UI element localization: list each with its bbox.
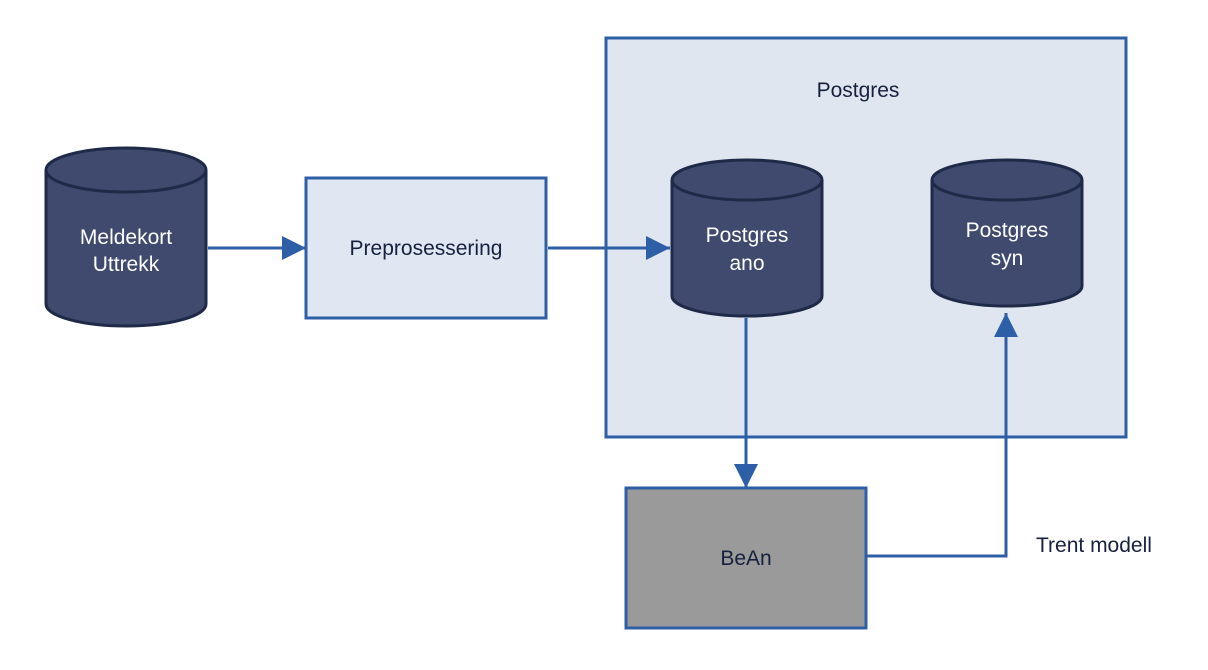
preprosessering-label: Preprosessering — [350, 237, 503, 260]
postgres-syn-label-line2: syn — [991, 247, 1024, 270]
meldekort-uttrekk-database: Meldekort Uttrekk — [44, 146, 208, 328]
postgres-group-label: Postgres — [817, 79, 900, 102]
postgres-ano-label-line1: Postgres — [706, 224, 789, 247]
bean-label: BeAn — [720, 547, 771, 570]
postgres-syn-database: Postgres syn — [930, 158, 1084, 308]
meldekort-label-line2: Uttrekk — [93, 253, 160, 276]
meldekort-label-line1: Meldekort — [80, 226, 172, 249]
postgres-ano-label-line2: ano — [729, 252, 764, 275]
preprosessering-box: Preprosessering — [304, 176, 548, 320]
postgres-ano-database: Postgres ano — [670, 158, 824, 318]
arrow-bean-to-postgres-syn — [866, 313, 1018, 558]
bean-box: BeAn — [624, 486, 868, 630]
edge-label-trent-modell: Trent modell — [1036, 534, 1152, 557]
postgres-syn-label-line1: Postgres — [966, 219, 1049, 242]
